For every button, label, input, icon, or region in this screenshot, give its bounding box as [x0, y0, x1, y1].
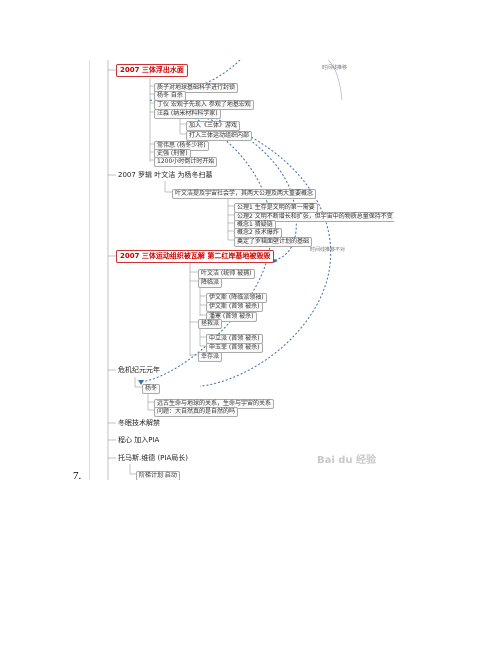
node-n4: 汪淼 (纳米材料科学家) — [154, 109, 221, 119]
node-n22: 幸存派 — [198, 352, 223, 362]
section-title-1: 2007 三体浮出水面 — [116, 64, 188, 77]
mind-map-screenshot: 2007 三体浮出水面 质子对地球基础科学进行封锁 杨冬 自杀 丁仪 宏观子先现… — [89, 60, 394, 480]
node-n15: 奠定了罗辑面壁计划的基础 — [234, 237, 313, 247]
node-n1: 质子对地球基础科学进行封锁 — [154, 83, 239, 93]
section-title-4: 危机纪元元年 — [118, 366, 160, 374]
section-title-7: 托马斯.维德 (PIA局长) — [118, 454, 188, 462]
timeline-arrow-3 — [139, 99, 272, 383]
node-n26: 申玉菲 (首领 被杀) — [206, 343, 263, 353]
section-title-3: 2007 三体运动组织被瓦解 第二红岸基地被毁毁 — [116, 250, 275, 263]
node-n19: 拯救派 — [198, 319, 223, 329]
section-title-2: 2007 罗辑 叶文洁 为杨冬扫墓 — [118, 171, 213, 179]
node-n27: 杨冬 — [142, 384, 161, 394]
note-timeline-2: 时间线推移不对 — [310, 247, 346, 253]
node-n6: 打入三体运动组织内部 — [186, 131, 253, 141]
node-n20: 伊文斯 (首领 被杀) — [206, 302, 263, 312]
node-n5: 加入《三体》游戏 — [186, 121, 241, 131]
node-n16: 叶文洁 (统帅 被捕) — [198, 269, 255, 279]
node-n21: 潘寒 (首领 被杀) — [206, 312, 257, 322]
node-n12: 公理2 文明不断增长和扩张，但宇宙中的物质总量保持不变 — [234, 212, 394, 222]
node-n29: 问题：大自然真的是自然的吗 — [154, 407, 239, 417]
node-n17: 降临派 — [198, 278, 223, 288]
list-item-number: 7. — [73, 470, 82, 482]
watermark-logo: Bai du 经验 — [316, 455, 376, 466]
section-title-6: 程心 加入PIA — [118, 436, 160, 444]
node-n9: 1200小时倒计时开始 — [154, 157, 218, 167]
note-timeline-1: 时间线推移 — [322, 65, 348, 71]
section-title-5: 冬眠技术解禁 — [118, 419, 160, 427]
node-n10: 叶文洁提及宇宙社会学，其两大公理及两大重要概念 — [172, 189, 317, 199]
node-n30: 阶梯计划 启动 — [136, 471, 180, 480]
